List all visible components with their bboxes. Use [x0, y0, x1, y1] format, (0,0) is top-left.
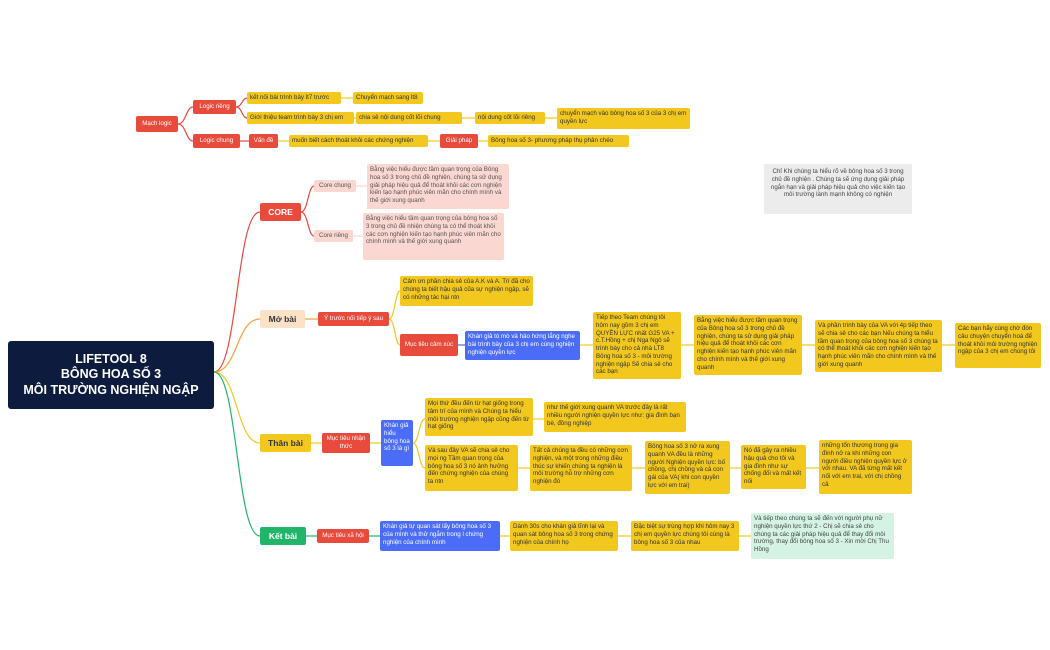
node-giai-phap[interactable]: Giải pháp [440, 134, 478, 148]
node-logic-chung[interactable]: Logic chung [193, 134, 240, 148]
node-y-truoc-noi-tiep[interactable]: Ý trước nối tiếp ý sau [318, 312, 389, 326]
branch-ket-bai[interactable]: Kết bài [260, 527, 306, 545]
node-va-tiep-theo[interactable]: Và tiếp theo chúng ta sẽ đến với người p… [751, 513, 894, 559]
node-logic-rieng[interactable]: Logic riêng [193, 100, 236, 114]
node-va-sau-day[interactable]: Và sau đây VA sẽ chia sẻ cho mọi ng Tầm … [425, 445, 518, 491]
node-core-chung[interactable]: Core chung [314, 180, 356, 192]
node-moi-thu[interactable]: Mọi thứ đều đến từ hạt giống trong tâm t… [425, 398, 533, 436]
node-khan-gia-to-mo[interactable]: Khán giả tò mò và háo hứng lắng nghe bài… [465, 331, 580, 360]
node-nhu-the-gioi[interactable]: như thế giới xung quanh VA trước đây là … [544, 402, 686, 432]
node-mach-logic[interactable]: Mạch logic [136, 116, 178, 132]
branch-core[interactable]: CORE [260, 203, 301, 221]
node-core-chung-text[interactable]: Bằng việc hiểu được tầm quan trọng của B… [367, 164, 509, 209]
node-chuyen-mach-lt8[interactable]: Chuyển mạch sang lt8 [353, 92, 423, 104]
root-topic[interactable]: LIFETOOL 8 BÔNG HOA SỐ 3 MÔI TRƯỜNG NGHI… [8, 341, 214, 409]
node-muc-tieu-cam-xuc[interactable]: Mục tiêu cảm xúc [400, 334, 458, 356]
node-chia-se-chung[interactable]: chia sẻ nội dung cốt lõi chung [356, 112, 462, 124]
node-cac-ban-hay[interactable]: Các bạn hãy cùng chờ đón câu chuyện chuy… [955, 323, 1041, 368]
node-cam-on[interactable]: Cảm ơn phần chia sẻ của A.K và A. Trí đã… [400, 276, 533, 306]
node-ket-noi-lt7[interactable]: kết nối bài trình bày lt7 trước [247, 92, 341, 104]
node-core-rieng-text[interactable]: Bằng việc hiểu tầm quan trọng của bông h… [363, 213, 504, 260]
node-no-da-gay[interactable]: Nó đã gây ra nhiều hậu quả cho tôi và gi… [741, 445, 806, 489]
node-gioi-thieu-team[interactable]: Giới thiệu team trình bày 3 chị em [247, 112, 354, 124]
node-khan-gia-hieu[interactable]: Khán giả hiểu bông hoa số 3 là gì [381, 420, 413, 466]
node-khan-gia-tu-quan-sat[interactable]: Khán giả tự quan sát lấy bông hoa số 3 c… [380, 521, 500, 551]
node-muc-tieu-xa-hoi[interactable]: Mục tiêu xã hội [317, 529, 369, 543]
node-noi-dung-rieng[interactable]: nội dung cốt lõi riêng [475, 112, 545, 124]
node-bong-hoa-no-ra[interactable]: Bông hoa số 3 nở ra xung quanh VA đều là… [645, 441, 730, 494]
node-muc-tieu-nhan-thuc[interactable]: Mục tiêu nhận thức [322, 433, 370, 453]
node-muon-biet[interactable]: muốn biết cách thoát khỏi các chứng nghi… [289, 135, 428, 147]
node-nhung-ton-thuong[interactable]: những tổn thương trong gia đình nở ra kh… [819, 440, 912, 494]
node-dac-biet[interactable]: Đặc biệt sự trùng hợp khi hôm nay 3 chị … [631, 521, 739, 551]
branch-than-bai[interactable]: Thân bài [260, 434, 311, 452]
node-core-rieng[interactable]: Core riêng [314, 230, 353, 242]
node-tat-ca[interactable]: Tất cả chúng ta đều có những cơn nghiện,… [530, 445, 632, 491]
branch-mo-bai[interactable]: Mở bài [260, 310, 305, 328]
node-van-de[interactable]: Vấn đề [249, 134, 278, 148]
node-bong-hoa-so3-giai-phap[interactable]: Bông hoa số 3- phương pháp thụ phân chéo [488, 135, 629, 147]
node-bang-viec-hieu[interactable]: Bằng việc hiểu được tầm quan trọng của B… [694, 315, 802, 375]
note-box[interactable]: Chỉ Khi chúng ta hiểu rõ về bông hoa số … [764, 164, 912, 214]
node-va-phan-trinh-bay[interactable]: Và phần trình bày của VA với 4p tiếp the… [815, 320, 942, 372]
node-chuyen-mach-vao[interactable]: chuyển mạch vào bông hoa số 3 của 3 chị … [557, 108, 690, 129]
node-tiep-theo-team[interactable]: Tiếp theo Team chúng tôi hôm nay gồm 3 c… [593, 312, 681, 379]
node-danh-30s[interactable]: Dành 30s cho khán giả tĩnh lại và quan s… [510, 521, 618, 551]
